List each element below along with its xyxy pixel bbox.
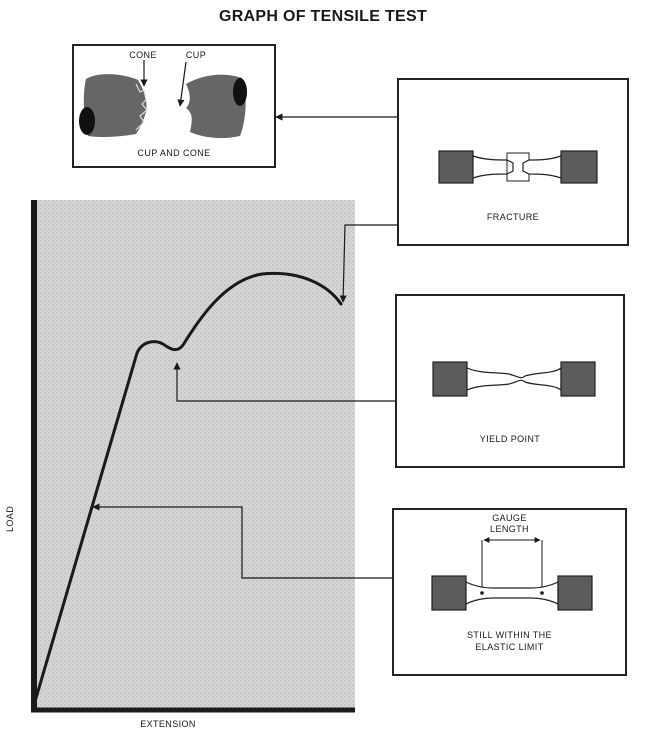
fracture-leader [339,224,397,303]
cone-piece [83,74,147,138]
elastic-box: GAUGE LENGTH STILL WITHIN THE ELASTIC LI… [392,508,627,676]
x-axis-label: EXTENSION [140,719,196,729]
fracture-caption: FRACTURE [486,212,540,222]
elastic-caption-line2: ELASTIC LIMIT [475,642,544,652]
elastic-caption-line1: STILL WITHIN THE [467,630,552,640]
cup-piece [186,74,246,139]
yield-point-caption: YIELD POINT [479,434,541,444]
y-axis-label: LOAD [5,505,15,532]
gauge-specimen-icon [431,537,593,611]
graph-area [33,200,355,710]
diagram-title: GRAPH OF TENSILE TEST [218,8,428,25]
gauge-label-line2: LENGTH [490,524,529,534]
yield-point-box: YIELD POINT [395,294,625,468]
elastic-leader [92,503,392,579]
yield-leader [173,362,395,402]
cup-and-cone-box: CONE CUP CUP AND CONE [72,44,276,168]
fractured-specimen-icon [438,150,598,184]
gauge-label-line1: GAUGE [492,513,527,523]
cone-label: CONE [129,50,157,60]
load-extension-curve [32,271,343,707]
cup-label: CUP [185,50,207,60]
necking-specimen-icon [432,361,596,397]
fracture-box: FRACTURE [397,78,629,246]
cup-and-cone-illustration [79,60,247,139]
cup-and-cone-caption: CUP AND CONE [137,148,211,158]
